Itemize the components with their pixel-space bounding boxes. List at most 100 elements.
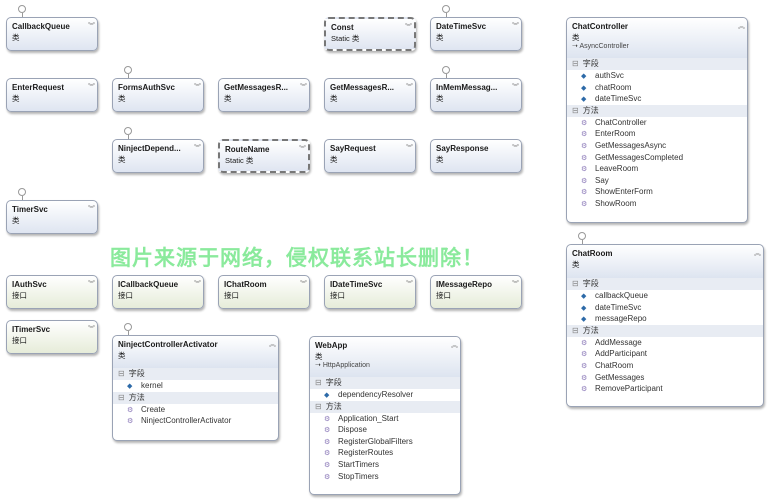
expand-chevron-icon[interactable]: ︾: [512, 281, 519, 288]
expand-chevron-icon[interactable]: ︾: [88, 23, 95, 30]
class-shape-inmemmessagerepo[interactable]: InMemMessag...类︾: [430, 78, 522, 112]
field-item[interactable]: ◆dateTimeSvc: [567, 302, 763, 314]
interface-lollipop: [442, 66, 450, 78]
expand-chevron-icon[interactable]: ︾: [88, 84, 95, 91]
expand-chevron-icon[interactable]: ︾: [88, 281, 95, 288]
expand-chevron-icon[interactable]: ︾: [194, 145, 201, 152]
method-icon: ⚙: [324, 427, 331, 435]
class-shape-chatroom[interactable]: ChatRoom 类 ︽ ⊟字段 ◆callbackQueue ◆dateTim…: [566, 244, 764, 407]
class-shape-getmessagesrequest[interactable]: GetMessagesR...类︾: [218, 78, 310, 112]
expand-chevron-icon[interactable]: ︾: [405, 24, 412, 31]
fields-section-header[interactable]: ⊟字段: [113, 368, 278, 380]
field-item[interactable]: ◆chatRoom: [567, 82, 747, 94]
expand-chevron-icon[interactable]: ︾: [406, 281, 413, 288]
field-item[interactable]: ◆kernel: [113, 380, 278, 392]
method-item[interactable]: ⚙StopTimers: [310, 471, 460, 483]
method-item[interactable]: ⚙Say: [567, 175, 747, 187]
field-item[interactable]: ◆dependencyResolver: [310, 389, 460, 401]
base-class: ➝ HttpApplication: [315, 362, 370, 369]
method-item[interactable]: ⚙AddParticipant: [567, 348, 763, 360]
class-shape-getmessagesresponse[interactable]: GetMessagesR...类︾: [324, 78, 416, 112]
class-kind: 类: [12, 216, 20, 225]
methods-section-header[interactable]: ⊟方法: [113, 391, 278, 404]
class-shape-ninjectcontrolleractivator[interactable]: NinjectControllerActivator 类 ︽ ⊟字段 ◆kern…: [112, 335, 279, 441]
fields-section-header[interactable]: ⊟字段: [567, 58, 747, 70]
methods-section-header[interactable]: ⊟方法: [310, 400, 460, 413]
methods-section-header[interactable]: ⊟方法: [567, 324, 763, 337]
interface-kind: 接口: [118, 291, 133, 300]
method-item[interactable]: ⚙LeaveRoom: [567, 163, 747, 175]
fields-section-header[interactable]: ⊟字段: [310, 377, 460, 389]
expand-chevron-icon[interactable]: ︾: [194, 281, 201, 288]
method-item[interactable]: ⚙EnterRoom: [567, 128, 747, 140]
method-item[interactable]: ⚙ChatController: [567, 117, 747, 129]
fields-section-header[interactable]: ⊟字段: [567, 278, 763, 290]
method-icon: ⚙: [581, 154, 588, 162]
field-item[interactable]: ◆messageRepo: [567, 313, 763, 325]
class-name: TimerSvc: [12, 205, 48, 214]
method-item[interactable]: ⚙Application_Start: [310, 413, 460, 425]
field-item[interactable]: ◆dateTimeSvc: [567, 93, 747, 105]
expand-chevron-icon[interactable]: ︾: [88, 206, 95, 213]
class-shape-webapp[interactable]: WebApp 类 ➝ HttpApplication ︽ ⊟字段 ◆depend…: [309, 336, 461, 495]
method-item[interactable]: ⚙Dispose: [310, 424, 460, 436]
expand-chevron-icon[interactable]: ︾: [512, 23, 519, 30]
field-name: callbackQueue: [595, 291, 648, 300]
method-item[interactable]: ⚙RegisterGlobalFilters: [310, 436, 460, 448]
expand-chevron-icon[interactable]: ︾: [88, 326, 95, 333]
expand-chevron-icon[interactable]: ︾: [194, 84, 201, 91]
expand-chevron-icon[interactable]: ︾: [299, 146, 306, 153]
class-kind: 类: [572, 33, 580, 42]
method-name: RemoveParticipant: [595, 384, 663, 394]
method-name: StartTimers: [338, 459, 380, 469]
collapse-chevron-icon[interactable]: ︽: [451, 342, 458, 349]
collapse-chevron-icon[interactable]: ︽: [738, 23, 745, 30]
expand-chevron-icon[interactable]: ︾: [300, 281, 307, 288]
methods-section-header[interactable]: ⊟方法: [567, 104, 747, 117]
field-item[interactable]: ◆authSvc: [567, 70, 747, 82]
method-item[interactable]: ⚙ShowEnterForm: [567, 186, 747, 198]
collapse-chevron-icon[interactable]: ︽: [269, 341, 276, 348]
method-item[interactable]: ⚙StartTimers: [310, 459, 460, 471]
method-item[interactable]: ⚙GetMessagesCompleted: [567, 152, 747, 164]
expand-chevron-icon[interactable]: ︾: [512, 84, 519, 91]
expand-chevron-icon[interactable]: ︾: [512, 145, 519, 152]
method-item[interactable]: ⚙NinjectControllerActivator: [113, 415, 278, 427]
class-kind: 类: [436, 155, 444, 164]
section-label: 方法: [582, 325, 599, 335]
collapse-chevron-icon[interactable]: ︽: [754, 250, 761, 257]
class-shape-chatcontroller[interactable]: ChatController 类 ➝ AsyncController ︽ ⊟字段…: [566, 17, 748, 223]
interface-name: IChatRoom: [224, 280, 267, 289]
method-item[interactable]: ⚙ChatRoom: [567, 360, 763, 372]
method-item[interactable]: ⚙ShowRoom: [567, 198, 747, 210]
class-shape-timersvc[interactable]: TimerSvc 类 ︾: [6, 200, 98, 234]
method-item[interactable]: ⚙Create: [113, 404, 278, 416]
method-item[interactable]: ⚙AddMessage: [567, 337, 763, 349]
class-shape-ninjectdependencyresolver[interactable]: NinjectDepend...类︾: [112, 139, 204, 173]
expand-chevron-icon[interactable]: ︾: [406, 84, 413, 91]
method-item[interactable]: ⚙GetMessages: [567, 372, 763, 384]
method-name: ShowEnterForm: [595, 187, 653, 197]
method-item[interactable]: ⚙RegisterRoutes: [310, 447, 460, 459]
expand-chevron-icon[interactable]: ︾: [406, 145, 413, 152]
method-item[interactable]: ⚙RemoveParticipant: [567, 383, 763, 395]
method-item[interactable]: ⚙GetMessagesAsync: [567, 140, 747, 152]
field-item[interactable]: ◆callbackQueue: [567, 290, 763, 302]
class-kind: 类: [436, 33, 444, 42]
expand-chevron-icon[interactable]: ︾: [300, 84, 307, 91]
class-name: Const: [331, 23, 354, 32]
